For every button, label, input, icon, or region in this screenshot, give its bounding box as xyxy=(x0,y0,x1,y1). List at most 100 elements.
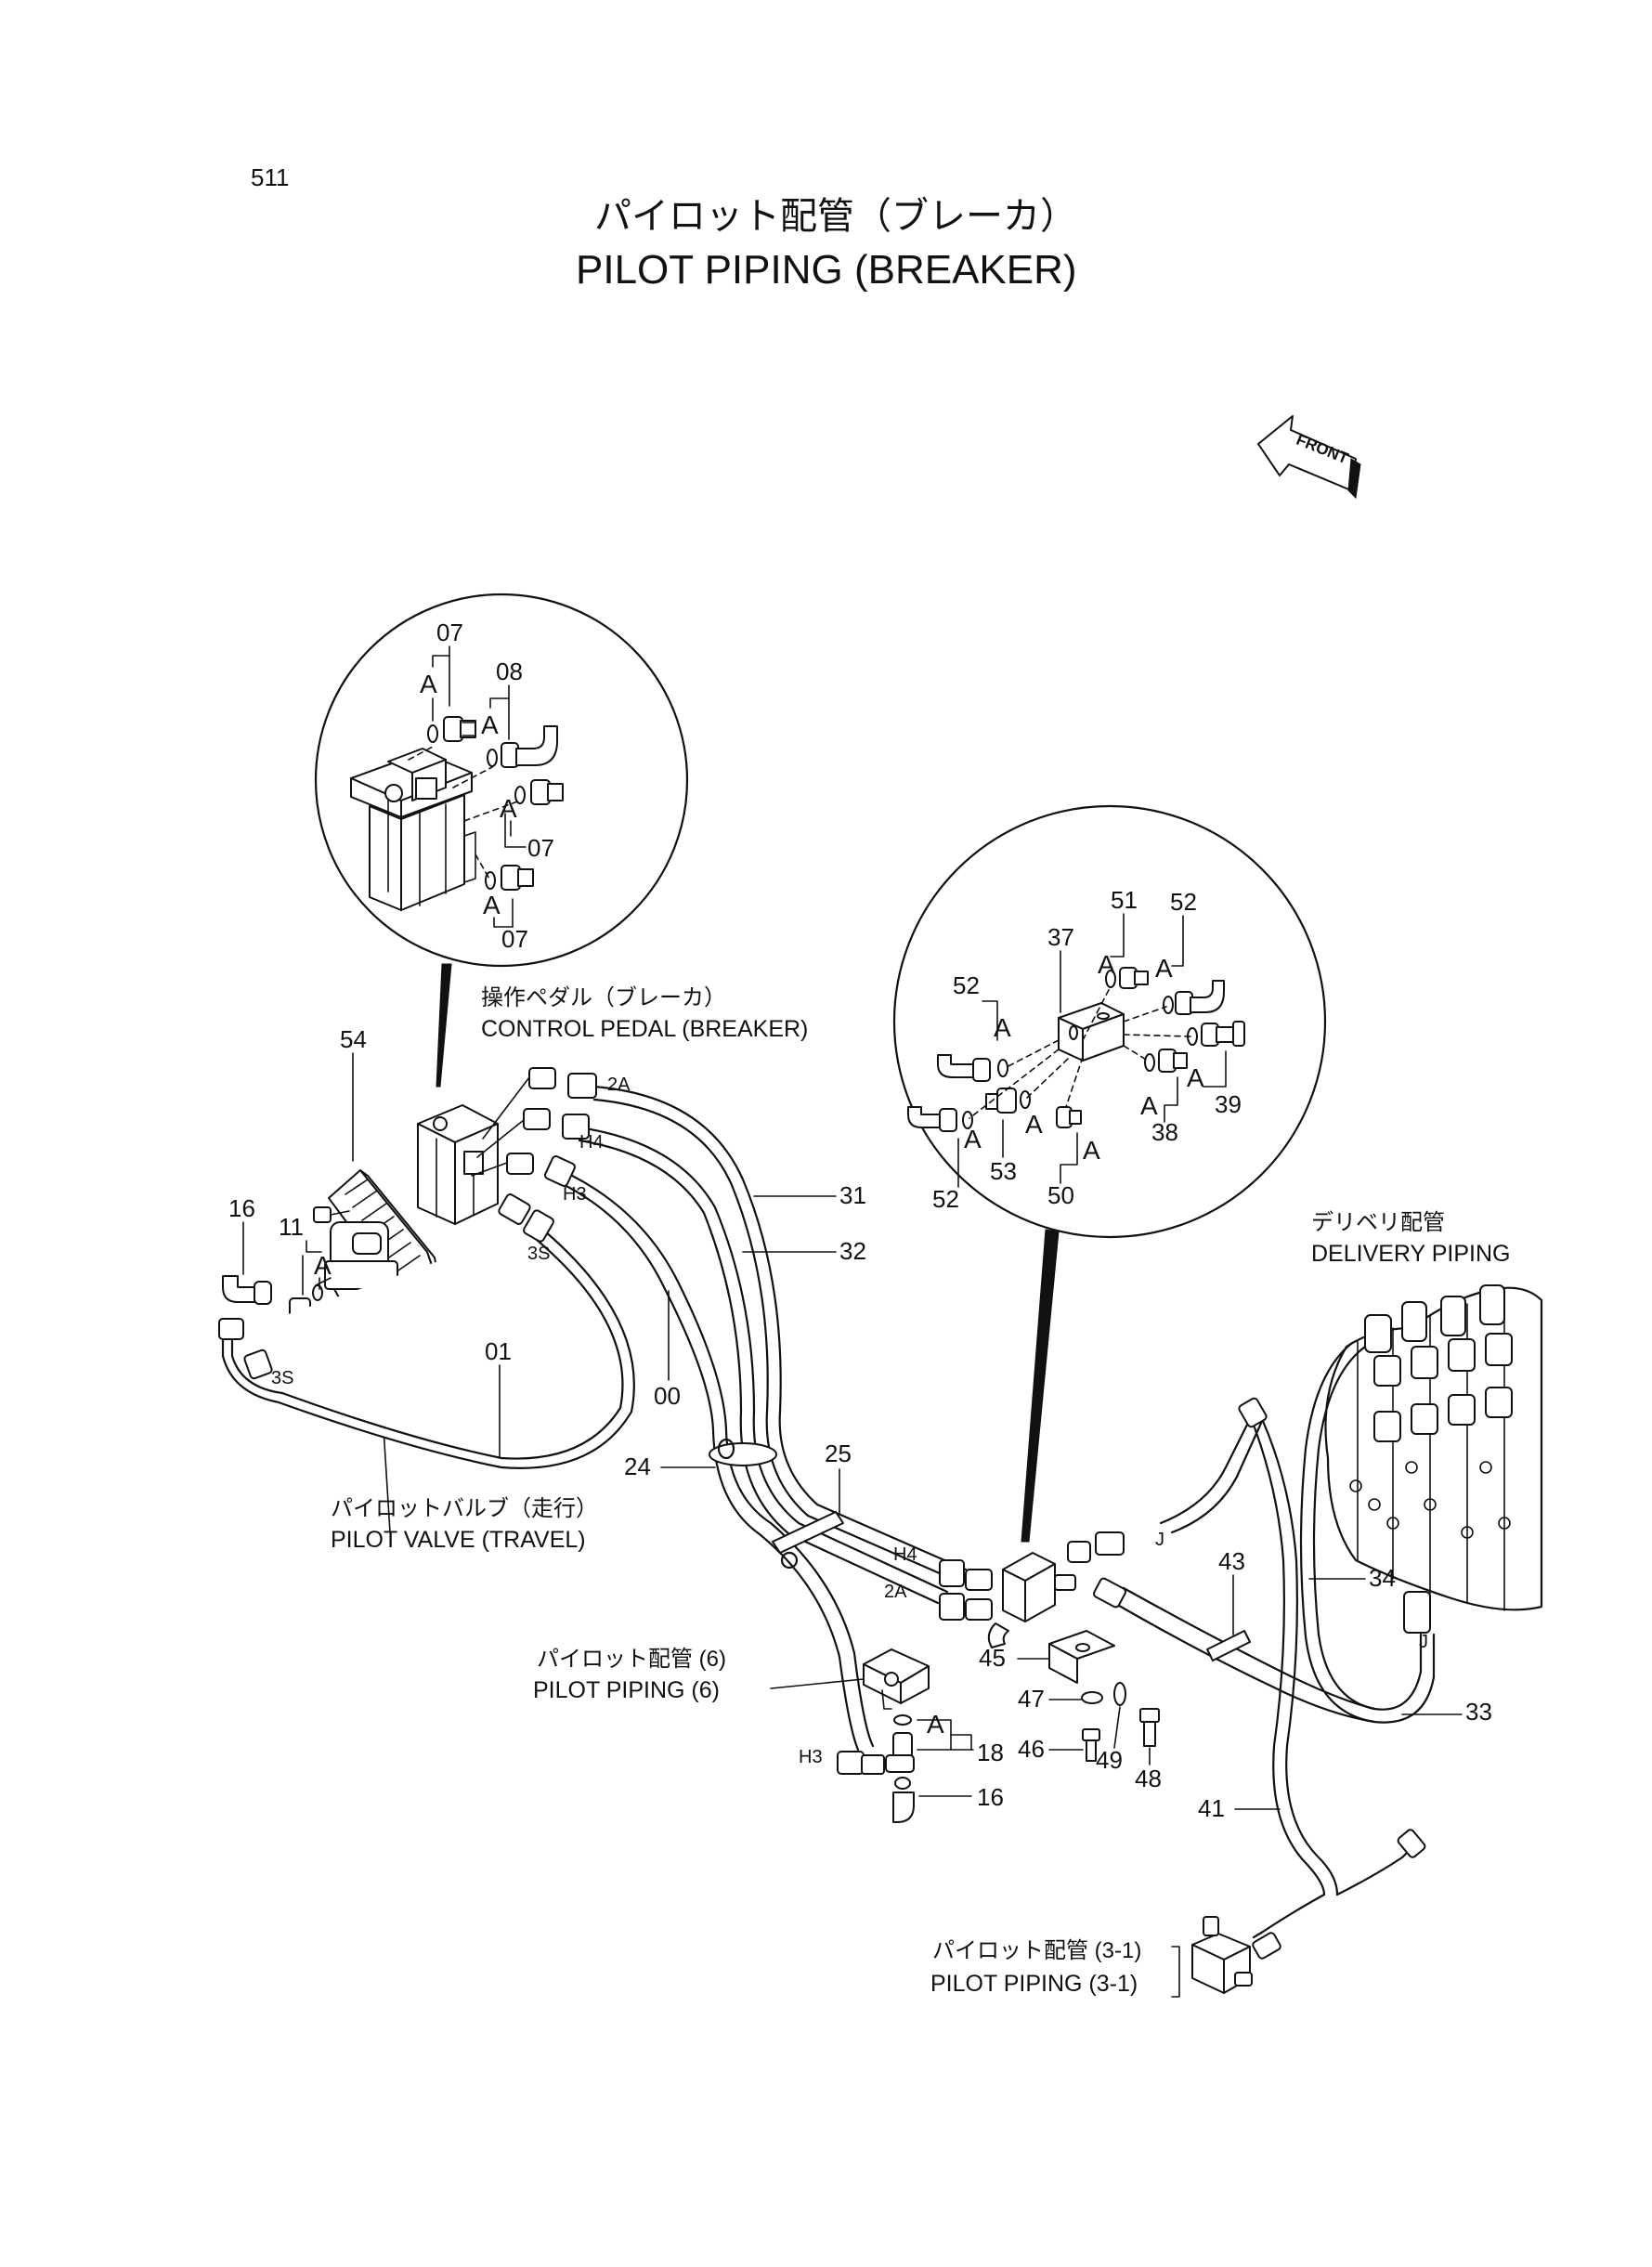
detail-circle-junction-block: 51 52 37 52 39 38 53 50 52 A A A A A A A… xyxy=(892,804,1327,1239)
callout-08: 08 xyxy=(496,658,523,685)
hose-end-h3-top: H3 xyxy=(563,1184,587,1205)
callout-37: 37 xyxy=(1047,923,1074,951)
label-pilot-valve-en: PILOT VALVE (TRAVEL) xyxy=(331,1527,586,1553)
marker-a-r6: A xyxy=(1025,1110,1043,1139)
elbow-16-lower xyxy=(892,1777,915,1823)
callout-33: 33 xyxy=(1465,1698,1492,1726)
callout-52-bottom: 52 xyxy=(932,1185,959,1213)
callout-38: 38 xyxy=(1151,1118,1178,1146)
callout-50: 50 xyxy=(1047,1181,1074,1209)
callout-18: 18 xyxy=(977,1739,1004,1766)
washer-49 xyxy=(1113,1682,1126,1706)
callout-24: 24 xyxy=(624,1453,651,1480)
callout-01: 01 xyxy=(485,1337,512,1365)
callout-47: 47 xyxy=(1018,1685,1045,1713)
callout-41: 41 xyxy=(1198,1794,1225,1822)
callout-31: 31 xyxy=(839,1181,866,1209)
hose-bundle xyxy=(471,1067,968,1752)
label-control-pedal-en: CONTROL PEDAL (BREAKER) xyxy=(481,1016,808,1042)
elbow-52-left xyxy=(937,1054,1008,1082)
detail-circle-control-pedal: 07 08 07 07 A A A A xyxy=(314,593,689,968)
callout-00: 00 xyxy=(654,1382,681,1410)
callout-07-bottom: 07 xyxy=(501,925,528,953)
callout-07-right: 07 xyxy=(527,834,554,862)
title-japanese: パイロット配管（ブレーカ） xyxy=(594,196,1077,237)
pilot-piping-6-valve xyxy=(863,1648,930,1710)
hose-j-main xyxy=(1093,1577,1376,1724)
hose-end-h3-lower: H3 xyxy=(799,1747,823,1767)
label-pilot-piping-6-ja: パイロット配管 (6) xyxy=(537,1647,726,1672)
bolt-46 xyxy=(1082,1728,1100,1762)
callout-52-left: 52 xyxy=(953,971,980,999)
fitting-07-low xyxy=(485,865,534,891)
marker-a-pp6: A xyxy=(927,1710,944,1739)
label-control-pedal-ja: 操作ペダル（ブレーカ） xyxy=(481,985,726,1010)
callout-45: 45 xyxy=(979,1644,1006,1672)
marker-a-l3: A xyxy=(500,794,517,823)
hose-end-3s-a: 3S xyxy=(271,1368,293,1388)
hose-33-34 xyxy=(1299,1341,1436,1724)
junction-block-assembly xyxy=(939,1531,1125,1648)
elbow-52-bottom xyxy=(907,1106,973,1132)
marker-a-l4: A xyxy=(483,891,501,919)
page-number: 511 xyxy=(251,163,289,191)
callout-39: 39 xyxy=(1215,1090,1242,1118)
marker-a-l2: A xyxy=(481,710,499,739)
label-delivery-ja: デリベリ配管 xyxy=(1311,1210,1445,1235)
title-english: PILOT PIPING (BREAKER) xyxy=(576,247,1077,293)
fitting-51 xyxy=(1105,967,1149,989)
hose-01 xyxy=(218,1193,635,1469)
hose-end-h4-junction: H4 xyxy=(893,1544,917,1565)
detail-pointer-right xyxy=(1021,1229,1060,1543)
fitting-53 xyxy=(985,1088,1031,1114)
elbow-52-top xyxy=(1163,980,1225,1015)
hose-h3-end xyxy=(837,1751,885,1775)
hose-end-h4-top: H4 xyxy=(579,1132,604,1153)
marker-a-pilot: A xyxy=(314,1251,332,1280)
callout-11: 11 xyxy=(279,1213,304,1241)
hose-end-2a-top: 2A xyxy=(607,1075,631,1095)
marker-a-r1: A xyxy=(1098,950,1115,979)
pedal-bolt xyxy=(313,1206,350,1223)
elbow-08 xyxy=(487,725,558,768)
callout-34: 34 xyxy=(1369,1564,1396,1592)
callout-43: 43 xyxy=(1218,1547,1245,1575)
callout-25: 25 xyxy=(825,1440,852,1467)
bolt-48 xyxy=(1139,1708,1160,1747)
fitting-38 xyxy=(1144,1049,1188,1073)
callout-16-lower: 16 xyxy=(977,1783,1004,1811)
callout-52-top: 52 xyxy=(1170,888,1197,916)
front-direction-arrow: FRONT xyxy=(1257,415,1361,500)
pedal-valve-block xyxy=(350,748,476,911)
callout-49: 49 xyxy=(1096,1746,1123,1774)
marker-a-l1: A xyxy=(420,670,437,698)
bracket-45 xyxy=(1048,1630,1115,1684)
marker-a-r8: A xyxy=(1083,1136,1100,1165)
junction-block-37 xyxy=(1058,1002,1125,1062)
marker-a-r4: A xyxy=(1187,1063,1204,1092)
fitting-07-top xyxy=(427,716,476,743)
label-pilot-valve-ja: パイロットバルブ（走行） xyxy=(331,1496,598,1521)
hose-end-3s-b: 3S xyxy=(527,1244,550,1264)
control-valve-bank xyxy=(1324,1284,1543,1611)
marker-a-r5: A xyxy=(1140,1091,1158,1120)
hose-end-2a-junction: 2A xyxy=(884,1582,907,1602)
callout-54: 54 xyxy=(340,1025,367,1053)
detail-pointer-left xyxy=(436,963,452,1088)
callout-48: 48 xyxy=(1135,1765,1162,1792)
label-pilot-piping-6-en: PILOT PIPING (6) xyxy=(533,1677,720,1703)
fitting-07-mid xyxy=(514,779,564,805)
fitting-39 xyxy=(1187,1021,1245,1047)
label-pilot-piping-3-1-en: PILOT PIPING (3-1) xyxy=(930,1971,1138,1997)
marker-a-r2: A xyxy=(1155,954,1173,983)
callout-07-top: 07 xyxy=(436,619,463,646)
hose-end-j-left: J xyxy=(1155,1530,1164,1550)
pilot-piping-3-1-block xyxy=(1191,1916,1253,1994)
washer-47 xyxy=(1081,1691,1103,1704)
marker-a-r3: A xyxy=(994,1013,1011,1042)
callout-51: 51 xyxy=(1111,886,1138,914)
hose-41 xyxy=(1159,1397,1426,1960)
label-delivery-en: DELIVERY PIPING xyxy=(1311,1241,1510,1267)
elbow-16-upper xyxy=(222,1275,272,1305)
